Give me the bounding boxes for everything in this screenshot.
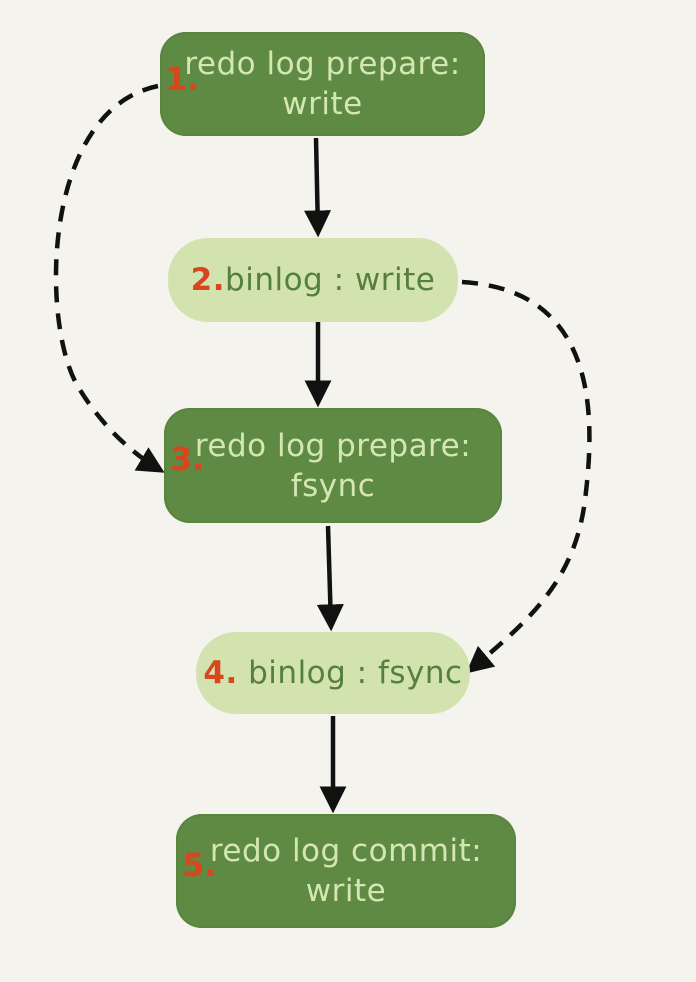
node-1-line1: redo log prepare: (184, 46, 461, 82)
step-number-3: 3. (170, 440, 205, 478)
node-binlog-write: 2.binlog : write (168, 238, 458, 322)
node-binlog-fsync: 4. binlog : fsync (196, 632, 470, 714)
dashed-arrow-1-to-3 (53, 83, 165, 473)
node-redo-log-commit-write: redo log commit: write (176, 814, 516, 928)
node-2-text: 2.binlog : write (191, 260, 436, 300)
arrow-1-to-2 (304, 137, 332, 238)
node-redo-log-prepare-fsync: redo log prepare: fsync (164, 408, 502, 523)
arrow-3-to-4 (316, 525, 344, 632)
node-5-text: redo log commit: write (210, 831, 482, 911)
node-5-line2: write (305, 873, 387, 909)
dashed-arrow-2-to-4 (461, 279, 592, 674)
node-3-line2: fsync (290, 467, 376, 504)
node-1-text: redo log prepare: write (184, 44, 460, 124)
step-number-5: 5. (182, 846, 217, 884)
step-number-4: 4. (203, 655, 238, 691)
step-number-1: 1. (165, 60, 200, 98)
node-3-line1: redo log prepare: (194, 427, 472, 464)
step-number-2: 2. (190, 262, 226, 298)
node-4-label: binlog : fsync (248, 655, 463, 691)
node-2-label: binlog : write (225, 262, 436, 298)
node-4-text: 4. binlog : fsync (203, 653, 462, 693)
node-1-line2: write (282, 86, 363, 122)
node-redo-log-prepare-write: redo log prepare: write (160, 32, 485, 136)
node-5-line1: redo log commit: (209, 833, 483, 869)
node-3-text: redo log prepare: fsync (195, 426, 471, 506)
